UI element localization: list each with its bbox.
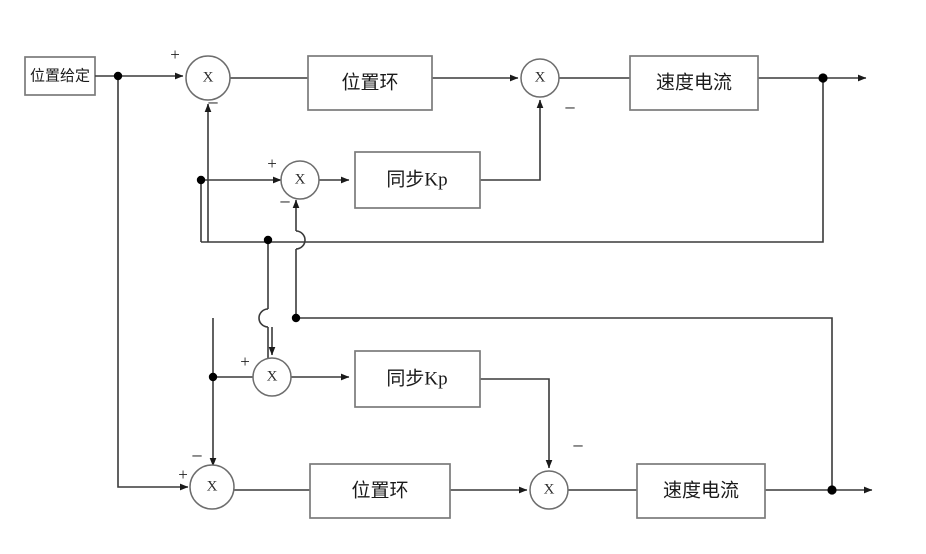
sum-bot-2-sign-minus: −: [572, 436, 583, 458]
junction-dot-output-bottom: [827, 485, 837, 495]
summing-junction-top-2: X −: [520, 58, 576, 120]
position-command-label: 位置给定: [30, 67, 90, 84]
sum-bot-2-glyph: X: [544, 481, 555, 497]
sum-top-1-glyph: X: [203, 69, 214, 85]
summing-junction-top-1: X + −: [170, 45, 231, 115]
hop-bottom-arc: [258, 308, 269, 328]
pos-loop-top-rect: [307, 55, 433, 111]
junction-dot-output-top: [818, 73, 828, 83]
sum-sync-top-sign-minus: −: [279, 192, 290, 214]
sum-sync-top-sign-plus: +: [267, 154, 277, 173]
pos-loop-bottom-label: 位置环: [351, 479, 408, 501]
wire-synckp-top-to-sumtop2-minus: [480, 99, 544, 181]
sum-top-1-circle: [185, 55, 231, 101]
junction-dot-mid-upper-bus: [263, 235, 273, 245]
sum-top-1-sign-minus: −: [207, 93, 218, 115]
sync-kp-top-label: 同步Kp: [386, 168, 447, 190]
block-sync-kp-bottom: 同步Kp: [354, 350, 481, 408]
block-pos-loop-bottom: 位置环: [309, 463, 451, 519]
block-pos-loop-top: 位置环: [307, 55, 433, 111]
summing-junction-sync-bottom: X +: [240, 352, 292, 397]
sum-bot-1-glyph: X: [207, 478, 218, 494]
sync-kp-bottom-rect: [354, 350, 481, 408]
wire-bottom-feedback-return: [296, 317, 833, 490]
sum-bot-1-circle: [189, 464, 235, 510]
junction-dot-top-sync-tap: [196, 175, 206, 185]
sum-sync-bot-glyph: X: [267, 368, 278, 384]
sum-top-2-glyph: X: [535, 69, 546, 85]
position-command-rect: [24, 56, 96, 96]
wire-top-feedback-return: [201, 78, 824, 243]
junction-dot-source-split: [113, 71, 123, 81]
junction-dot-bottom-sync-tap: [208, 372, 218, 382]
pos-loop-top-label: 位置环: [341, 71, 398, 93]
sum-top-2-sign-minus: −: [564, 98, 575, 120]
sync-kp-bottom-label: 同步Kp: [386, 367, 447, 389]
sum-top-2-circle: [520, 58, 560, 98]
sum-sync-top-circle: [280, 160, 320, 200]
sum-sync-bot-circle: [252, 357, 292, 397]
wire-split-down-to-sum-bot1: [117, 76, 189, 491]
summing-junction-sync-top: X + −: [267, 154, 320, 214]
pos-loop-bottom-rect: [309, 463, 451, 519]
sum-sync-bot-sign-plus: +: [240, 352, 250, 371]
sync-kp-top-rect: [354, 151, 481, 209]
spd-cur-bottom-label: 速度电流: [663, 479, 739, 501]
spd-cur-top-rect: [629, 55, 759, 111]
block-sync-kp-top: 同步Kp: [354, 151, 481, 209]
sum-bot-1-sign-minus: −: [191, 446, 202, 468]
position-command-block: 位置给定: [24, 56, 96, 96]
sum-sync-top-glyph: X: [295, 171, 306, 187]
junction-dot-mid-lower-bus: [291, 313, 301, 323]
block-spd-cur-top: 速度电流: [629, 55, 759, 111]
spd-cur-top-label: 速度电流: [656, 71, 732, 93]
hop-top-arc: [295, 230, 306, 250]
summing-junction-bottom-2: X −: [529, 436, 584, 510]
sum-top-1-sign-plus: +: [170, 45, 180, 64]
sum-bot-1-sign-plus: +: [178, 465, 188, 484]
wire-synckp-bot-to-sumbot2-minus: [480, 378, 553, 469]
spd-cur-bottom-rect: [636, 463, 766, 519]
sum-bot-2-circle: [529, 470, 569, 510]
summing-junction-bottom-1: X + −: [178, 446, 235, 510]
block-spd-cur-bottom: 速度电流: [636, 463, 766, 519]
